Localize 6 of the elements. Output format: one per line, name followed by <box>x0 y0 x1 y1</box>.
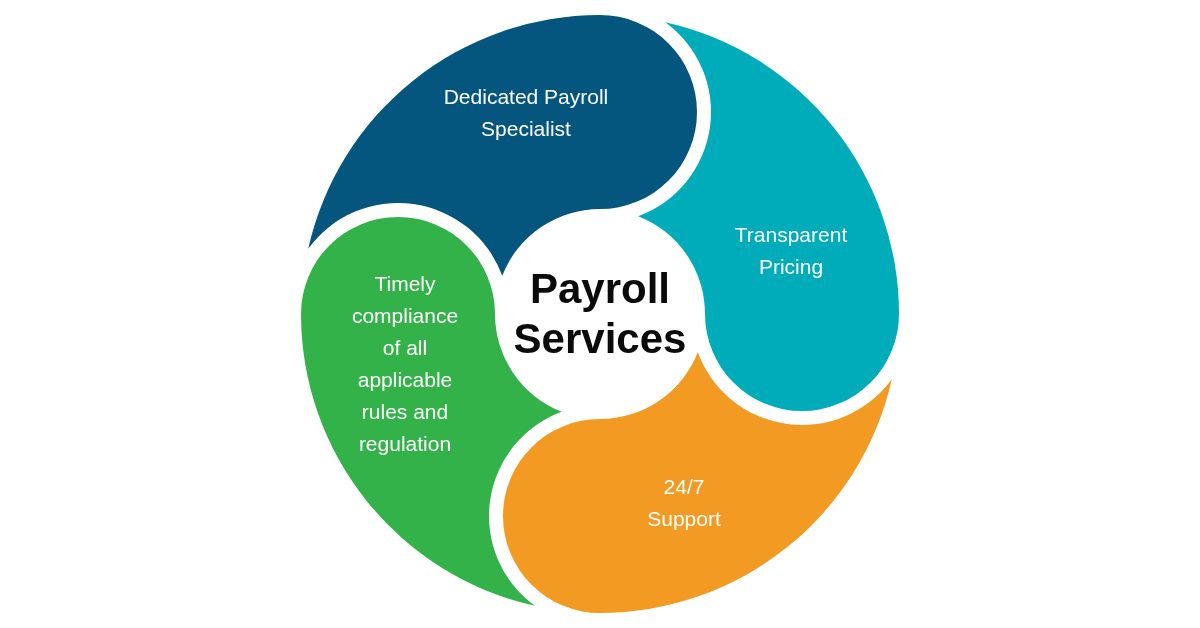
hub-title: Payroll Services <box>500 264 700 364</box>
segment-label: Timely compliance of all applicable rules and regulation <box>350 271 460 457</box>
segment-label: 24/7 Support <box>646 474 722 532</box>
segment-label: Transparent Pricing <box>733 222 849 280</box>
segment-label: Dedicated Payroll Specialist <box>442 84 610 142</box>
swirl-segment <box>503 352 892 613</box>
